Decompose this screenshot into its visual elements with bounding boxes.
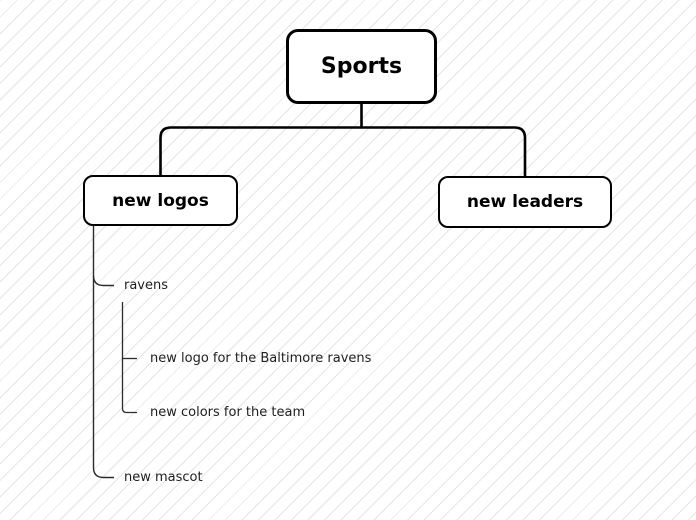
node-new-colors-for-team[interactable]: new colors for the team xyxy=(150,405,306,420)
node-new-logos[interactable]: new logos xyxy=(83,175,238,226)
node-new-mascot[interactable]: new mascot xyxy=(124,470,203,485)
node-new-leaders[interactable]: new leaders xyxy=(438,176,612,228)
branch-elbow-ravens xyxy=(92,275,114,287)
node-new-logo-baltimore-ravens[interactable]: new logo for the Baltimore ravens xyxy=(150,351,372,366)
branch-line-new-logos-to-mascot xyxy=(92,226,114,479)
connector-root-to-children xyxy=(159,126,527,176)
node-ravens[interactable]: ravens xyxy=(124,278,169,293)
branch-line-ravens-children xyxy=(121,302,137,414)
node-root-sports[interactable]: Sports xyxy=(286,29,437,104)
